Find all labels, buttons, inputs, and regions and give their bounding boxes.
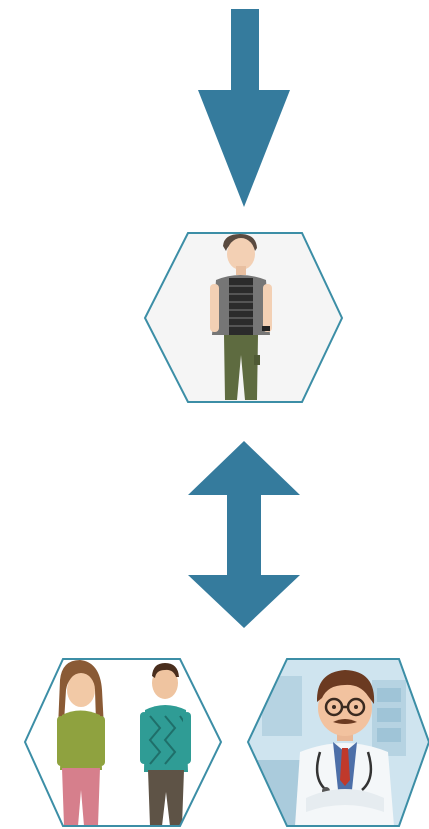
family-node [25,659,221,826]
arrow-down-icon [198,9,290,207]
doctor-node [248,659,429,826]
arrow-up-down-icon [188,441,300,628]
patient-node [145,233,342,402]
